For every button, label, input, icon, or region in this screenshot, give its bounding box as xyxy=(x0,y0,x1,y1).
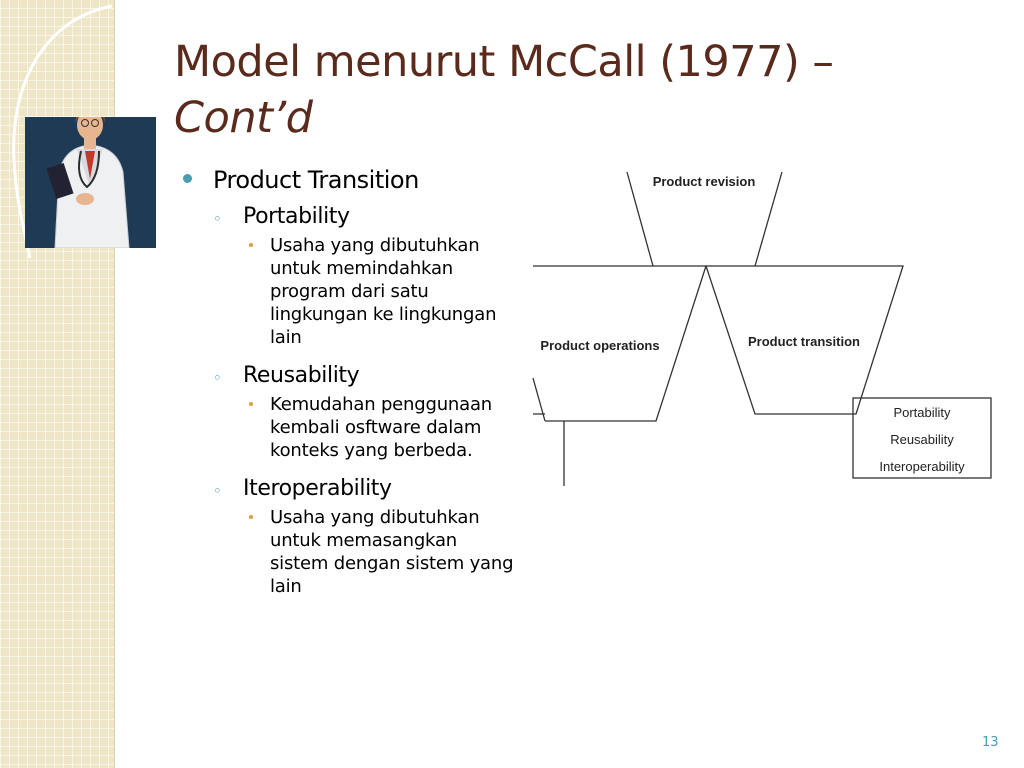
bullet-product-transition: Product Transition xyxy=(183,164,523,196)
bullet-reusability-desc: Kemudahan penggunaan kembali osftware da… xyxy=(183,393,520,462)
title-cont: Cont’d xyxy=(174,93,313,143)
revision-shape xyxy=(626,171,783,267)
transition-shape xyxy=(705,265,904,415)
bullet-text: Usaha yang dibutuhkan untuk memasangkan … xyxy=(270,507,514,597)
bullet-interoperability: ◦ Iteroperability xyxy=(183,474,523,504)
bullet-text: Portability xyxy=(243,204,350,229)
small-bullet-icon xyxy=(249,402,253,406)
circle-bullet-icon: ◦ xyxy=(213,210,222,228)
circle-bullet-icon: ◦ xyxy=(213,369,222,387)
bullet-text: Usaha yang dibutuhkan untuk memindahkan … xyxy=(270,235,497,348)
small-bullet-icon xyxy=(249,515,253,519)
label-revision: Product revision xyxy=(653,174,756,189)
box-item-interoperability: Interoperability xyxy=(879,459,965,474)
transition-box xyxy=(852,397,992,479)
doctor-icon xyxy=(25,117,156,248)
small-bullet-icon xyxy=(249,243,253,247)
bullet-text: Reusability xyxy=(243,363,360,388)
title-main: Model menurut McCall (1977) – xyxy=(174,37,834,87)
bullet-dot-icon xyxy=(183,174,192,183)
bullet-list: Product Transition ◦ Portability Usaha y… xyxy=(183,164,523,598)
box-item-portability: Portability xyxy=(893,405,951,420)
slide-title: Model menurut McCall (1977) – Cont’d xyxy=(174,34,974,146)
sidebar-edge xyxy=(114,0,115,768)
bullet-portability: ◦ Portability xyxy=(183,202,523,232)
bullet-text: Kemudahan penggunaan kembali osftware da… xyxy=(270,394,492,461)
box-item-reusability: Reusability xyxy=(890,432,954,447)
connector-lines xyxy=(533,413,565,486)
label-operations: Product operations xyxy=(540,338,659,353)
bullet-reusability: ◦ Reusability xyxy=(183,361,523,391)
bullet-text: Iteroperability xyxy=(243,476,392,501)
circle-bullet-icon: ◦ xyxy=(213,482,222,500)
bullet-text: Product Transition xyxy=(213,166,419,194)
doctor-image xyxy=(25,117,156,248)
bullet-portability-desc: Usaha yang dibutuhkan untuk memindahkan … xyxy=(183,234,520,349)
label-transition: Product transition xyxy=(748,334,860,349)
page-number: 13 xyxy=(982,735,999,750)
bullet-interoperability-desc: Usaha yang dibutuhkan untuk memasangkan … xyxy=(183,506,520,598)
